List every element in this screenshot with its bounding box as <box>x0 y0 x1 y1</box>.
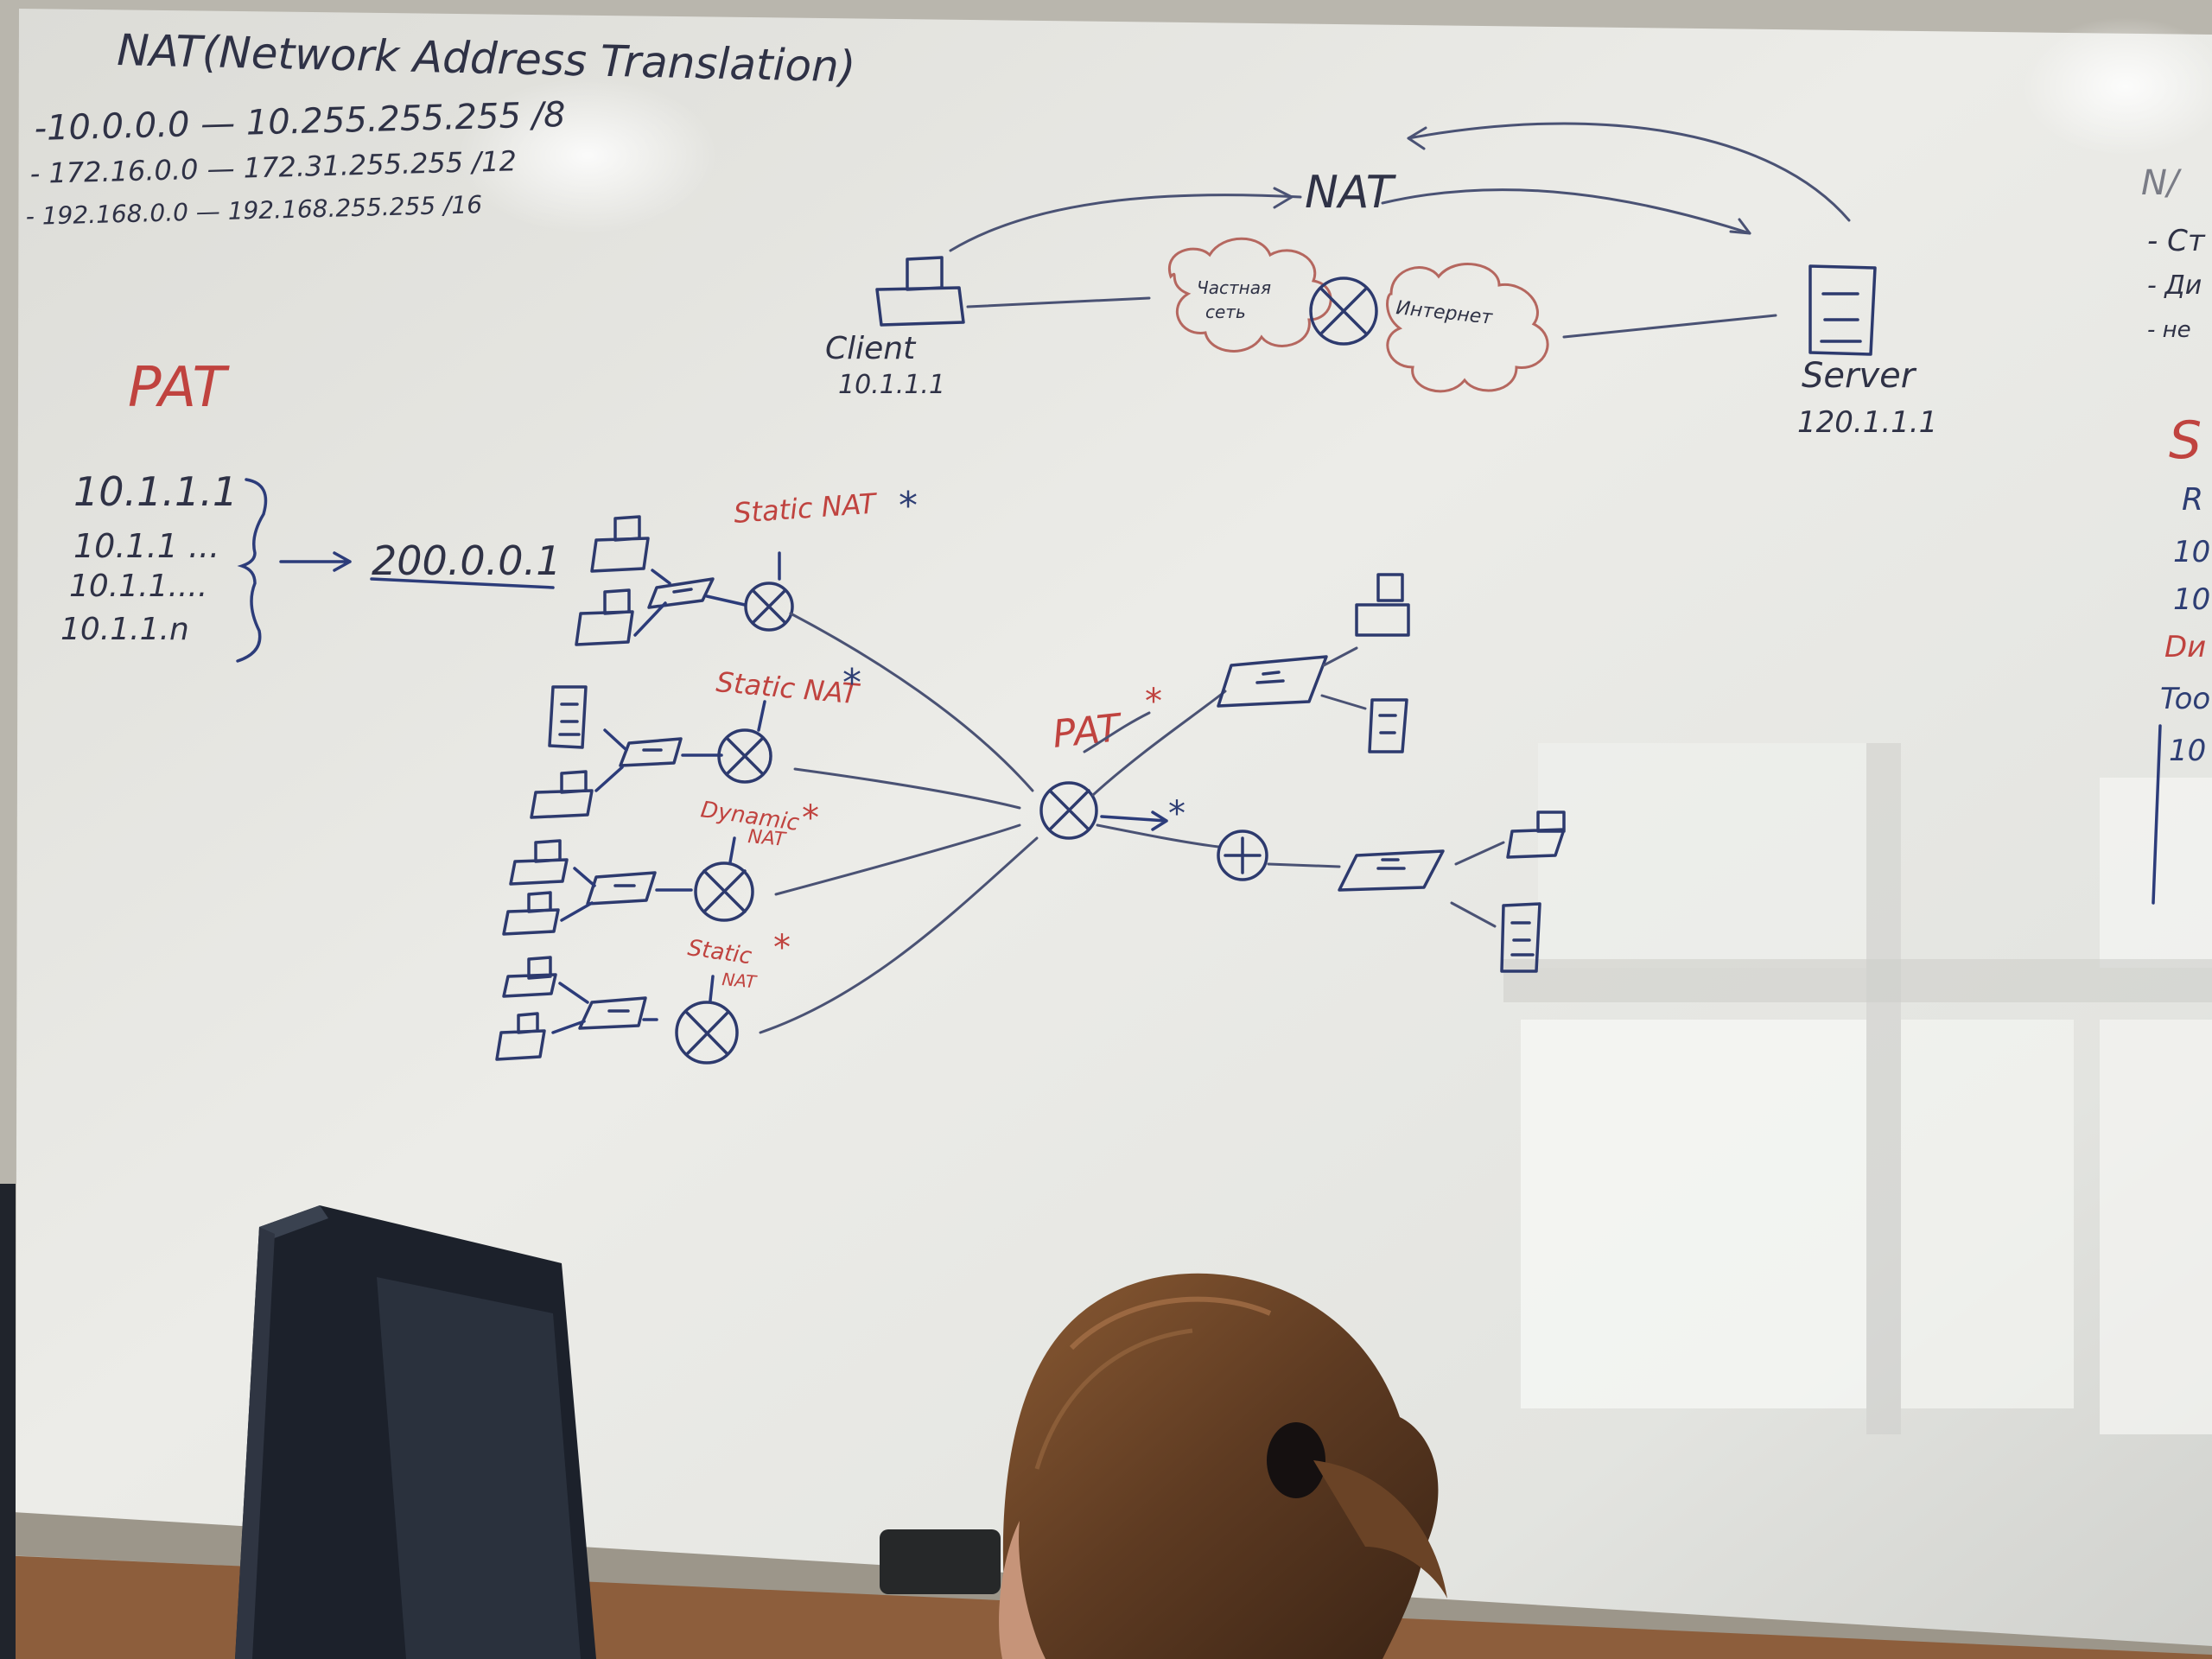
star-mark: * <box>802 798 819 838</box>
local-net-cloud <box>1167 237 1332 353</box>
top-nat-diagram <box>875 122 1877 393</box>
pat-public-ip: 200.0.0.1 <box>372 537 561 584</box>
server-icon <box>1500 902 1541 973</box>
server-icon <box>1368 698 1408 753</box>
pat-ip-3: 10.1.1.... <box>69 569 207 604</box>
router-icon <box>694 861 754 922</box>
nat-label: NAT <box>1305 167 1397 219</box>
server-icon <box>548 685 588 749</box>
star-mark: * <box>899 484 918 528</box>
person-head <box>999 1273 1447 1659</box>
edge-text: 10 <box>2169 734 2206 768</box>
edge-text: N/ <box>2141 163 2183 203</box>
client-label: Client <box>825 331 917 366</box>
edge-text: 10 <box>2173 582 2210 617</box>
server-icon <box>1808 264 1877 356</box>
star-mark: * <box>773 928 791 968</box>
star-mark: * <box>1168 794 1185 834</box>
edge-text: 10 <box>2173 535 2210 569</box>
router-icon <box>675 1001 739 1065</box>
star-mark: * <box>1145 682 1162 721</box>
pat-ip-4: 10.1.1.n <box>60 612 189 647</box>
router-icon <box>1309 276 1378 346</box>
dynamic-nat-label-2: NAT <box>747 826 787 851</box>
edge-text: - Ст <box>2147 224 2206 258</box>
window-reflection <box>1503 743 2212 1434</box>
server-ip: 120.1.1.1 <box>1797 405 1937 440</box>
edge-text: R <box>2182 482 2203 518</box>
edge-text: S <box>2169 410 2202 471</box>
computer-monitor <box>235 1205 596 1659</box>
local-net-label-2: сеть <box>1205 302 1246 322</box>
router-icon <box>717 728 772 784</box>
router-icon <box>744 582 794 632</box>
local-net-label-1: Частная <box>1197 277 1271 298</box>
edge-text: Dи <box>2164 630 2206 664</box>
static-nat-label-3b: NAT <box>721 969 759 992</box>
pat-ip-2: 10.1.1 ... <box>73 527 219 565</box>
edge-text: - Ди <box>2147 270 2202 301</box>
server-label: Server <box>1802 356 1917 396</box>
light-glare <box>2022 17 2212 156</box>
star-mark: * <box>842 661 861 705</box>
router-icon <box>1217 830 1268 881</box>
pat-network-diagram <box>236 478 2162 1065</box>
monitor-edge <box>0 1184 16 1659</box>
client-ip: 10.1.1.1 <box>838 370 945 400</box>
pat-heading: PAT <box>128 356 231 420</box>
eraser <box>880 1529 1001 1594</box>
edge-text: - не <box>2147 317 2191 343</box>
light-glare <box>458 78 717 233</box>
edge-text: Too <box>2160 682 2210 716</box>
internet-cloud <box>1386 263 1549 393</box>
pat-router-icon <box>1039 781 1098 840</box>
pat-ip-1: 10.1.1.1 <box>73 468 238 515</box>
